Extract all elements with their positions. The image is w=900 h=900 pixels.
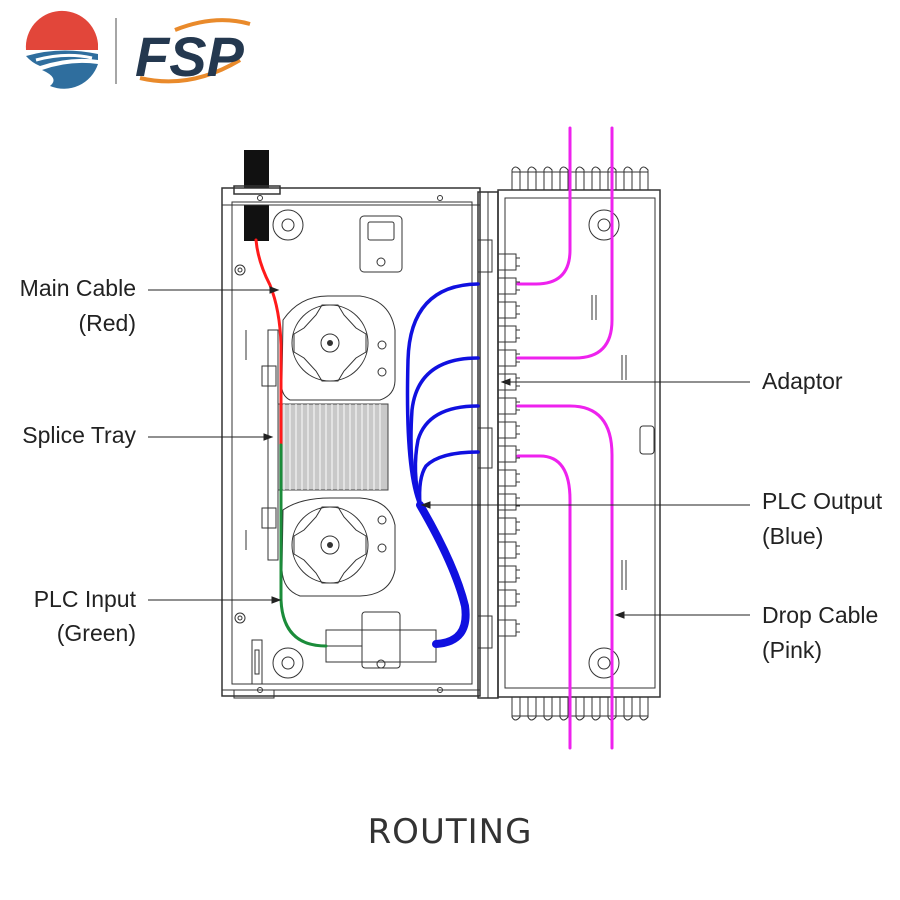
- cables: [254, 126, 614, 750]
- label-adaptor: Adaptor: [762, 368, 843, 394]
- label-plc-input-color: (Green): [57, 620, 136, 646]
- logo: FSP: [25, 10, 251, 89]
- leader-lines: [148, 286, 750, 619]
- label-plc-input: PLC Input: [34, 586, 137, 612]
- label-splice-tray: Splice Tray: [22, 422, 136, 448]
- label-main-cable: Main Cable: [20, 275, 136, 301]
- label-drop-cable: Drop Cable: [762, 602, 878, 628]
- drop-cable-2: [516, 126, 614, 360]
- label-plc-output-color: (Blue): [762, 523, 823, 549]
- logo-wordmark: FSP: [135, 18, 251, 88]
- diagram-title: ROUTING: [368, 812, 533, 852]
- label-plc-output: PLC Output: [762, 488, 883, 514]
- plc-output-fiber-2: [409, 356, 480, 507]
- main-cable: [254, 238, 283, 447]
- plc-output-fiber-1: [405, 282, 480, 507]
- plc-output-fiber-4: [417, 450, 480, 507]
- label-main-cable-color: (Red): [78, 310, 136, 336]
- label-drop-cable-color: (Pink): [762, 637, 822, 663]
- plc-output-bundle: [416, 501, 470, 648]
- drop-cable-4: [516, 454, 572, 750]
- logo-emblem-icon: [25, 10, 99, 89]
- drop-cable-1: [516, 126, 572, 286]
- enclosure-drawing: [221, 150, 661, 721]
- labels: Main Cable (Red) Splice Tray PLC Input (…: [20, 275, 883, 663]
- drop-cable-3: [516, 404, 614, 750]
- plc-output-fiber-3: [413, 404, 480, 507]
- logo-emblem-red: [25, 10, 99, 50]
- logo-brand-text: FSP: [135, 25, 245, 88]
